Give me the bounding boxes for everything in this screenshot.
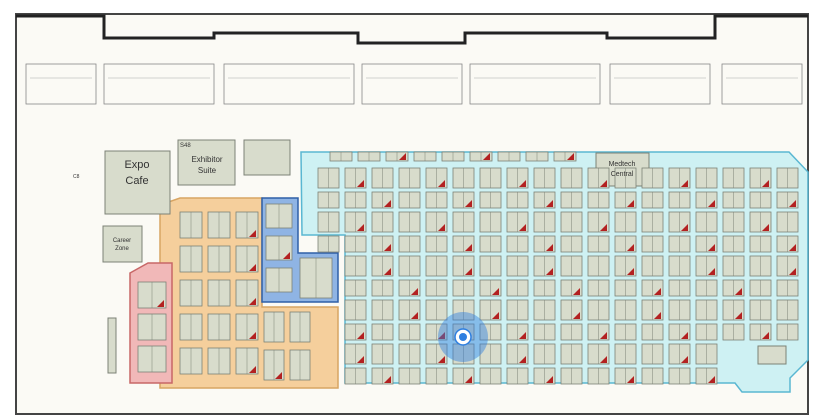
booth-flag-icon [600,180,607,187]
booth-flag-icon [157,300,164,307]
booth-flag-icon [546,268,553,275]
service-corridor [25,63,803,105]
booth-flag-icon [492,288,499,295]
service-room [103,63,215,105]
booth-flag-icon [546,200,553,207]
medtech-central-label-1: Medtech [609,161,636,168]
booth-flag-icon [438,332,445,339]
service-room [223,63,355,105]
booth-flag-icon [438,224,445,231]
service-room [721,63,803,105]
booth-flag-icon [735,312,742,319]
booth-flag-icon [681,180,688,187]
booth-flag-icon [762,180,769,187]
booth-flag-icon [357,332,364,339]
booth-flag-icon [654,312,661,319]
booth-flag-icon [627,376,634,383]
exhibitor-suite-code: S48 [180,143,191,149]
booth-flag-icon [357,224,364,231]
booth-flag-icon [465,244,472,251]
booth-grid [137,151,799,385]
service-room [361,63,463,105]
booth-flag-icon [708,244,715,251]
booth-flag-icon [384,244,391,251]
booth-flag-icon [384,268,391,275]
booth-flag-icon [519,332,526,339]
booth-flag-icon [519,356,526,363]
career-zone[interactable] [102,225,143,263]
booth-flag-icon [681,332,688,339]
booth-flag-icon [465,200,472,207]
booth-flag-icon [275,372,282,379]
booth-flag-icon [546,244,553,251]
booth-flag-icon [249,366,256,373]
career-zone-label-1: Career [113,238,131,244]
booth-flag-icon [399,153,406,160]
booth-flag-icon [789,268,796,275]
exhibitor-suite-label-2: Suite [198,166,217,175]
location-marker-icon[interactable] [459,333,467,341]
booth-flag-icon [708,268,715,275]
side-block [107,317,117,374]
exhibitor-suite[interactable] [177,139,236,186]
expo-cafe-label-2: Cafe [125,175,148,187]
booth-flag-icon [627,200,634,207]
booth-flag-icon [438,356,445,363]
booth-flag-icon [483,153,490,160]
booth-flag-icon [627,244,634,251]
booth-flag-icon [411,312,418,319]
booth-flag-icon [283,252,290,259]
booth-flag-icon [249,264,256,271]
booth-flag-icon [411,288,418,295]
booth-flag-icon [600,332,607,339]
booth-flag-icon [519,180,526,187]
booth-flag-icon [708,376,715,383]
booth-flag-icon [465,376,472,383]
expo-cafe-label-1: Expo [124,159,149,171]
booth-flag-icon [789,244,796,251]
booth-flag-icon [465,268,472,275]
booth-flag-icon [357,180,364,187]
building-outer-wall [16,14,808,45]
booth-flag-icon [708,200,715,207]
misc-code-label: C8 [73,174,80,180]
booth-flag-icon [789,200,796,207]
booth-flag-icon [600,356,607,363]
booth-flag-icon [357,356,364,363]
career-zone-label-2: Zone [115,246,129,252]
exhibitor-suite-label-1: Exhibitor [191,155,222,164]
booth-flag-icon [519,224,526,231]
booth-flag-icon [384,200,391,207]
service-room [609,63,711,105]
booth-flag-icon [567,153,574,160]
booth-flag-icon [654,288,661,295]
booth-flag-icon [600,224,607,231]
booth-flag-icon [384,376,391,383]
booth-flag-icon [249,332,256,339]
expo-cafe[interactable] [104,150,171,215]
booth-flag-icon [573,288,580,295]
booth-flag-icon [681,224,688,231]
service-room [469,63,601,105]
booth-flag-icon [681,356,688,363]
booth-flag-icon [249,230,256,237]
booth-flag-icon [438,180,445,187]
booth-flag-icon [546,376,553,383]
booth-flag-icon [762,332,769,339]
suite-annex[interactable] [243,139,291,176]
lower-right-block [757,345,787,365]
service-room [25,63,97,105]
booth-flag-icon [762,224,769,231]
booth-flag-icon [735,288,742,295]
medtech-central-label-2: Central [611,171,634,178]
booth-flag-icon [249,298,256,305]
booth-flag-icon [627,268,634,275]
booth-flag-icon [492,312,499,319]
booth-flag-icon [573,312,580,319]
